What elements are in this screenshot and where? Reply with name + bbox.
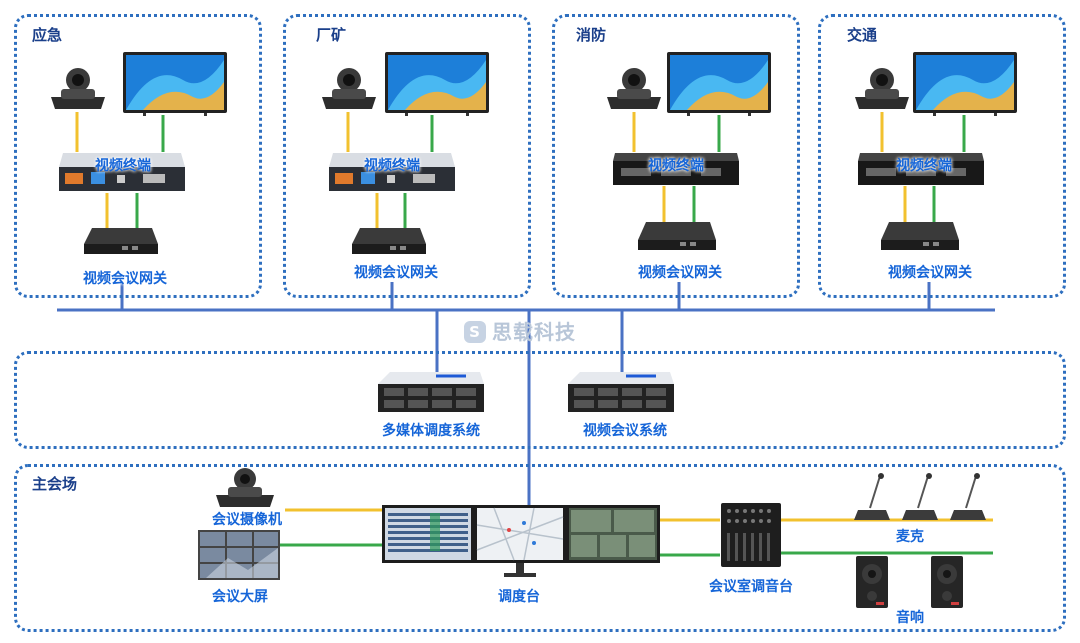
video-conf-system-label: 视频会议系统	[583, 423, 667, 439]
ptz-camera-icon	[322, 68, 376, 109]
gateway-box-icon	[638, 222, 716, 250]
zone-servers	[14, 351, 1066, 449]
console-label: 调度台	[498, 589, 540, 605]
display-screen-icon	[385, 52, 489, 116]
display-screen-icon	[667, 52, 771, 116]
gateway-label-factory: 视频会议网关	[354, 265, 438, 281]
terminal-label-emergency: 视频终端	[95, 158, 151, 174]
gateway-box-icon	[881, 222, 959, 250]
ptz-camera-icon	[51, 68, 105, 109]
gateway-box-icon	[352, 228, 426, 254]
zone-main-venue	[14, 464, 1066, 632]
display-screen-icon	[123, 52, 227, 116]
ptz-camera-icon	[855, 68, 909, 109]
big-screen-label: 会议大屏	[212, 589, 268, 605]
zone-title-fire: 消防	[576, 26, 607, 44]
rack-server-icon	[568, 372, 674, 412]
console-monitor-left	[382, 505, 474, 563]
zone-traffic	[818, 14, 1066, 298]
zone-fire	[552, 14, 800, 298]
gateway-box-icon	[84, 228, 158, 254]
conference-camera-icon	[216, 468, 274, 507]
zone-emergency	[14, 14, 262, 298]
watermark-logo-icon: S	[464, 321, 486, 343]
speaker-icon	[856, 556, 888, 608]
terminal-label-factory: 视频终端	[364, 158, 420, 174]
mic-label: 麦克	[896, 529, 924, 545]
terminal-label-traffic: 视频终端	[896, 158, 952, 174]
video-terminal-icon	[59, 153, 185, 191]
video-terminal-icon	[858, 153, 984, 185]
gateway-label-emergency: 视频会议网关	[83, 271, 167, 287]
speaker-label: 音响	[896, 610, 924, 626]
gateway-label-fire: 视频会议网关	[638, 265, 722, 281]
zone-title-main: 主会场	[32, 475, 78, 493]
multimedia-dispatch-label: 多媒体调度系统	[382, 423, 480, 439]
video-wall-icon	[198, 530, 280, 580]
zone-title-emergency: 应急	[32, 26, 63, 44]
microphone-icon	[902, 473, 938, 520]
display-screen-icon	[913, 52, 1017, 116]
zone-title-traffic: 交通	[847, 26, 878, 44]
gateway-label-traffic: 视频会议网关	[888, 265, 972, 281]
rack-server-icon	[378, 372, 484, 412]
video-terminal-icon	[329, 153, 455, 191]
zone-title-factory: 厂矿	[316, 26, 347, 44]
terminal-label-fire: 视频终端	[648, 158, 704, 174]
video-terminal-icon	[613, 153, 739, 185]
watermark-text: 思载科技	[492, 320, 576, 344]
microphone-icon	[950, 473, 986, 520]
console-monitor-center	[474, 505, 566, 577]
ptz-camera-icon	[607, 68, 661, 109]
mixer-label: 会议室调音台	[709, 579, 793, 595]
zone-factory	[283, 14, 531, 298]
console-monitor-right	[566, 505, 660, 563]
watermark: S 思载科技	[464, 316, 576, 345]
audio-mixer-icon	[721, 503, 781, 567]
camera-label: 会议摄像机	[212, 512, 282, 528]
speaker-icon	[931, 556, 963, 608]
microphone-icon	[854, 473, 890, 520]
